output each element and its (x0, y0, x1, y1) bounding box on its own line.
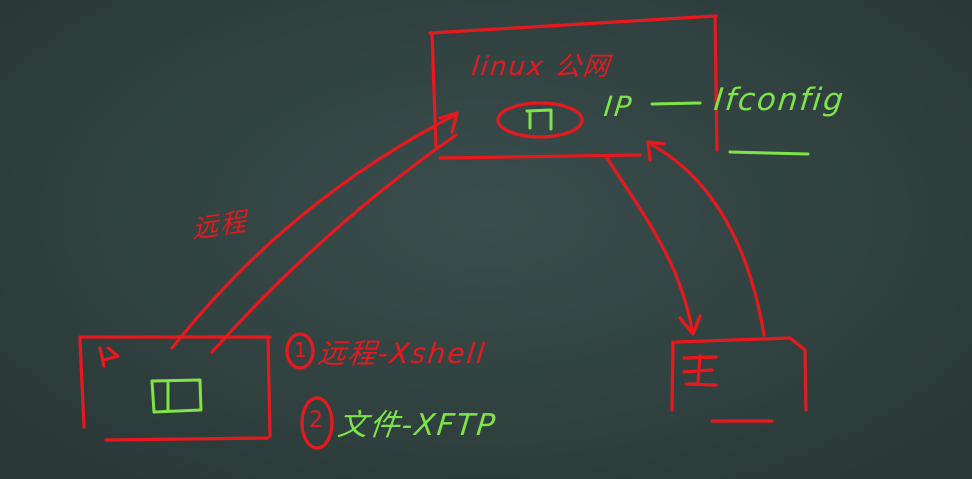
remote-arrow-left-line (170, 113, 457, 350)
remote-arrow-right-line (210, 133, 458, 354)
ip-label: IP (602, 90, 635, 123)
action-2-text: 文件-XFTP (335, 408, 499, 443)
action-1-text: 远程-Xshell (316, 337, 488, 370)
server-box (428, 14, 719, 160)
remote-arrow-head (438, 111, 459, 134)
download-arrow-head (678, 314, 702, 336)
server-title: linux 公网 (470, 52, 613, 82)
download-arrow-line (605, 156, 694, 332)
local-box (78, 335, 272, 442)
local-tag-mark (98, 346, 120, 368)
command-underline (728, 150, 810, 156)
ip-dash (650, 101, 702, 106)
client-box (670, 336, 808, 423)
server-port-oval (496, 101, 584, 139)
action-1-number: 1 (294, 338, 309, 362)
action-2-number: 2 (309, 408, 325, 433)
upload-arrow-head (646, 140, 666, 162)
action-1-circle (285, 332, 315, 370)
connection-label: 远程 (191, 207, 249, 245)
action-2-circle (300, 396, 334, 450)
server-port-icon (525, 108, 553, 131)
local-screen-icon (150, 378, 203, 414)
command-label: Ifconfig (712, 82, 847, 118)
upload-arrow-line (650, 143, 766, 337)
client-mark (682, 354, 718, 387)
